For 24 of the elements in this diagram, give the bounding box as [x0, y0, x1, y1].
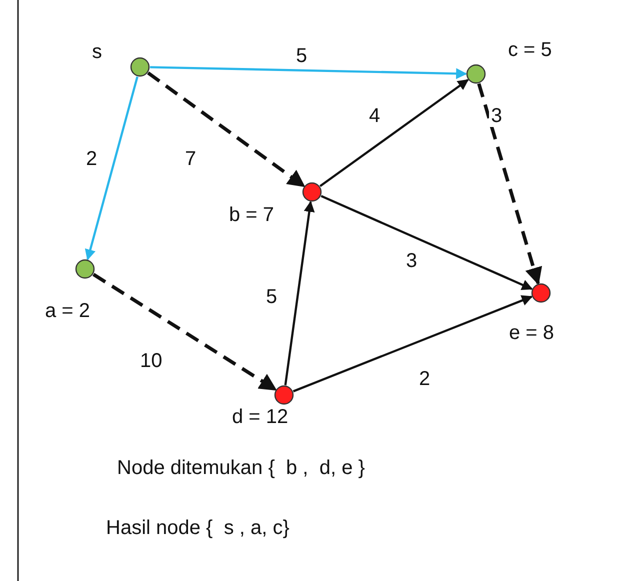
arrow [319, 78, 469, 188]
graph-node [75, 259, 95, 279]
node-label: c = 5 [508, 40, 552, 60]
arrow [284, 200, 315, 386]
node-label: a = 2 [45, 301, 90, 321]
graph-node [274, 385, 294, 405]
graph-node [531, 283, 551, 303]
arrow [150, 66, 468, 80]
arrow [477, 83, 542, 286]
node-label: b = 7 [229, 205, 274, 225]
note-text: Hasil node { s , a, c} [106, 518, 290, 538]
graph-node [466, 64, 486, 84]
graph-node [302, 182, 322, 202]
node-label: d = 12 [232, 407, 288, 427]
note-text: Node ditemukan { b , d, e } [117, 458, 365, 478]
arrow [292, 295, 533, 392]
arrow [92, 272, 278, 392]
arrow [147, 71, 306, 188]
graph-node [130, 57, 150, 77]
edge-label: 3 [489, 105, 504, 127]
node-label: s [92, 42, 102, 62]
arrow [320, 195, 533, 290]
node-label: e = 8 [509, 323, 554, 343]
arrow [84, 76, 138, 260]
